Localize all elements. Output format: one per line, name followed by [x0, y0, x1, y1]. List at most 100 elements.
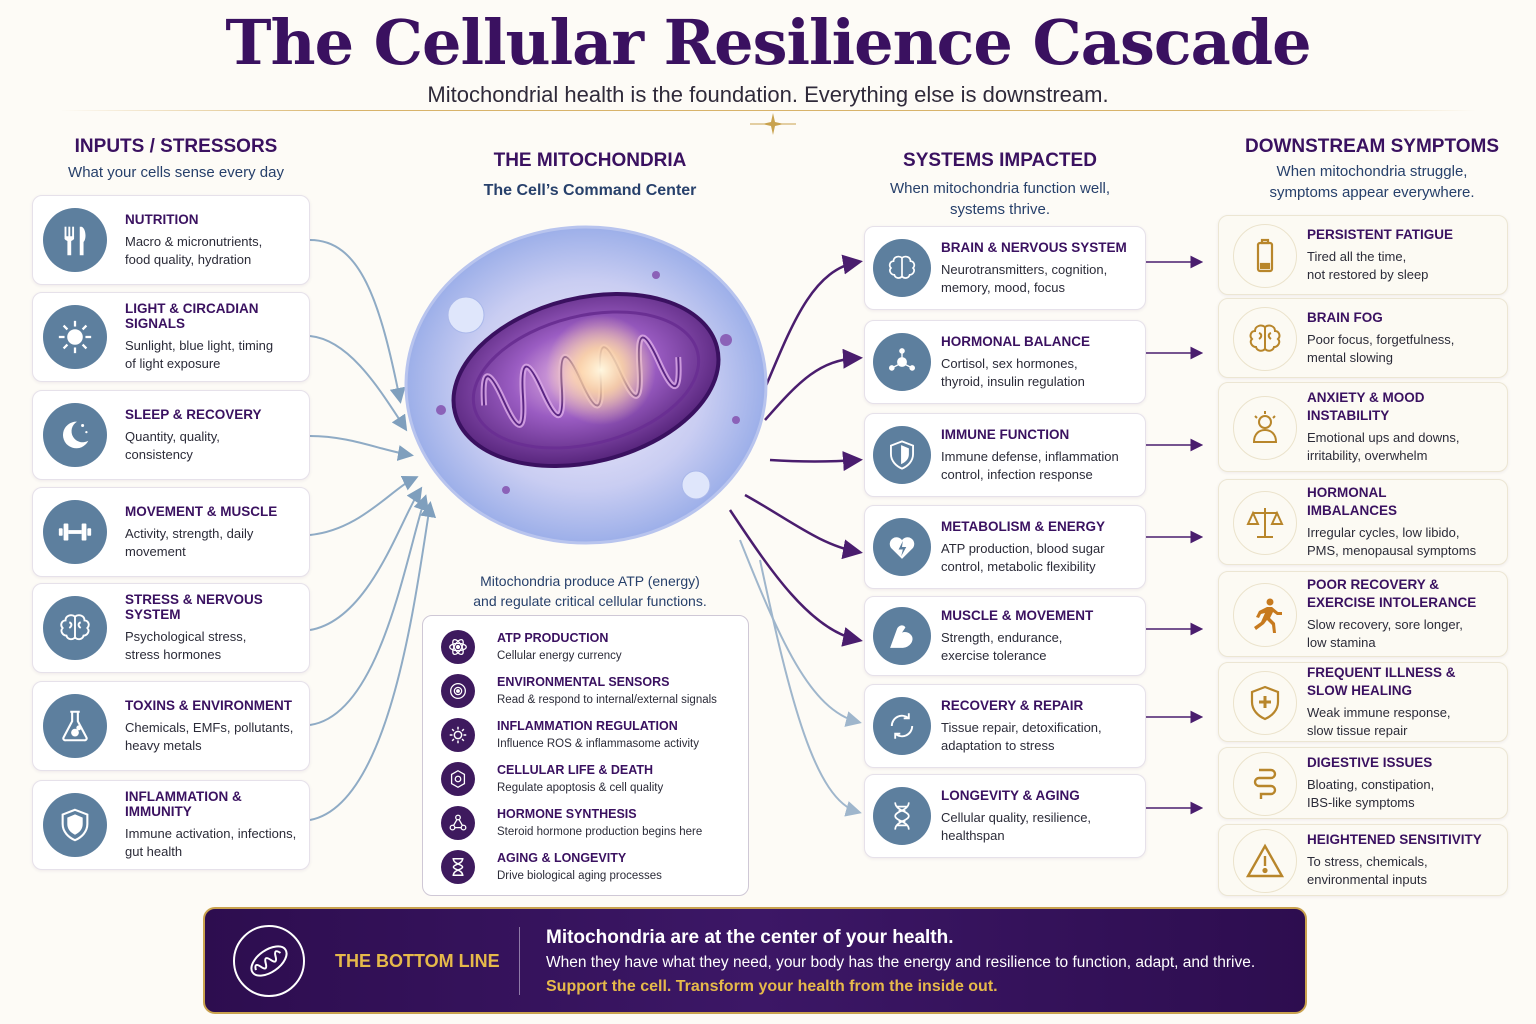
systems-subheading: When mitochondria function well,systems … [889, 180, 1111, 218]
card-desc: Cellular quality, resilience,healthspan [941, 809, 1092, 843]
cell-icon [441, 762, 475, 796]
dna-icon [873, 787, 931, 845]
card-title: TOXINS & ENVIRONMENT [125, 697, 293, 713]
mito-subheading: The Cell’s Command Center [483, 182, 697, 199]
moon-icon [43, 403, 107, 467]
input-card-sleep: SLEEP & RECOVERY Quantity, quality,consis… [32, 390, 310, 480]
input-card-inflammation: INFLAMMATION & IMMUNITY Immune activation… [32, 780, 310, 870]
function-title: AGING & LONGEVITY [497, 851, 627, 865]
system-arrow [764, 348, 863, 421]
systems-heading: SYSTEMS IMPACTED [903, 150, 1097, 171]
card-title: NUTRITION [125, 211, 199, 227]
mito-function-item: AGING & LONGEVITY Drive biological aging… [437, 846, 742, 890]
heart-icon [873, 518, 931, 576]
function-desc: Drive biological aging processes [497, 870, 662, 882]
bottom-slogan: Support the cell. Transform your health … [546, 978, 998, 995]
card-desc: Irregular cycles, low libido,PMS, menopa… [1307, 525, 1477, 558]
bottom-divider [519, 927, 520, 995]
card-desc: Quantity, quality,consistency [125, 428, 220, 462]
mito-note: Mitochondria produce ATP (energy)and reg… [473, 573, 707, 609]
card-desc: Strength, endurance,exercise tolerance [941, 629, 1063, 663]
function-desc: Influence ROS & inflammasome activity [497, 738, 699, 750]
muscle-icon [873, 607, 931, 665]
mito-functions-panel: ATP PRODUCTION Cellular energy currency … [422, 615, 749, 896]
bottom-text: When they have what they need, your body… [546, 954, 1256, 971]
star-ornament-icon [750, 113, 796, 135]
card-title: LIGHT & CIRCADIAN SIGNALS [125, 301, 259, 331]
card-title: IMMUNE FUNCTION [941, 426, 1070, 442]
card-title: LONGEVITY & AGING [941, 787, 1080, 803]
card-title: PERSISTENT FATIGUE [1307, 227, 1454, 242]
brain-icon [873, 239, 931, 297]
atom-icon [441, 630, 475, 664]
shield-plus-icon [1233, 671, 1297, 735]
shield-icon [873, 426, 931, 484]
shield-icon [43, 793, 107, 857]
function-title: CELLULAR LIFE & DEATH [497, 763, 654, 777]
card-title: METABOLISM & ENERGY [941, 518, 1106, 534]
card-desc: To stress, chemicals,environmental input… [1307, 854, 1428, 887]
symptom-card-recovery: POOR RECOVERY &EXERCISE INTOLERANCE Slow … [1218, 571, 1508, 657]
input-arrow [309, 239, 406, 404]
dumbbell-icon [43, 500, 107, 564]
card-desc: Slow recovery, sore longer,low stamina [1307, 617, 1463, 650]
person-icon [1233, 396, 1297, 460]
card-desc: Weak immune response,slow tissue repair [1307, 705, 1451, 738]
card-title: BRAIN FOG [1307, 310, 1383, 325]
fork-knife-icon [43, 208, 107, 272]
function-desc: Steroid hormone production begins here [497, 826, 703, 838]
intestine-icon [1233, 752, 1297, 816]
system-card-brain: BRAIN & NERVOUS SYSTEM Neurotransmitters,… [864, 226, 1146, 310]
card-desc: Poor focus, forgetfulness,mental slowing [1307, 332, 1455, 365]
brain-icon [1233, 307, 1297, 371]
symptom-card-brain-fog: BRAIN FOG Poor focus, forgetfulness,menta… [1218, 298, 1508, 378]
bottom-line-banner: THE BOTTOM LINE Mitochondria are at the … [203, 907, 1307, 1014]
function-desc: Regulate apoptosis & cell quality [497, 782, 664, 794]
gear-icon [441, 718, 475, 752]
symptoms-heading: DOWNSTREAM SYMPTOMS [1244, 136, 1500, 157]
function-desc: Read & respond to internal/external sign… [497, 694, 717, 706]
card-title: STRESS & NERVOUS SYSTEM [125, 592, 263, 622]
card-desc: Tired all the time,not restored by sleep [1307, 249, 1429, 282]
flask-icon [43, 694, 107, 758]
inputs-subheading: What your cells sense every day [68, 164, 284, 181]
card-desc: Macro & micronutrients,food quality, hyd… [125, 233, 263, 267]
mitochondrion-cell-illustration [404, 225, 768, 545]
card-title: INFLAMMATION & IMMUNITY [125, 789, 242, 819]
card-title: BRAIN & NERVOUS SYSTEM [941, 239, 1127, 255]
card-desc: Psychological stress,stress hormones [125, 629, 247, 662]
sensor-icon [441, 674, 475, 708]
card-desc: Cortisol, sex hormones,thyroid, insulin … [941, 355, 1085, 389]
card-title: RECOVERY & REPAIR [941, 697, 1084, 713]
mito-heading: THE MITOCHONDRIA [493, 150, 687, 171]
card-title: SLEEP & RECOVERY [125, 406, 262, 422]
system-arrow [769, 451, 863, 472]
cycle-icon [873, 697, 931, 755]
card-desc: Immune activation, infections,gut health [125, 826, 297, 859]
bottom-headline: Mitochondria are at the center of your h… [546, 927, 954, 948]
function-title: ENVIRONMENTAL SENSORS [497, 675, 670, 689]
system-card-longevity: LONGEVITY & AGING Cellular quality, resil… [864, 774, 1146, 858]
card-title: MOVEMENT & MUSCLE [125, 503, 278, 519]
symptom-card-fatigue: PERSISTENT FATIGUE Tired all the time,not… [1218, 215, 1508, 295]
system-card-immune: IMMUNE FUNCTION Immune defense, inflammat… [864, 413, 1146, 497]
mito-function-item: CELLULAR LIFE & DEATH Regulate apoptosis… [437, 758, 742, 802]
page-title: The Cellular Resilience Cascade [225, 6, 1311, 79]
input-arrow [309, 501, 437, 821]
card-desc: Neurotransmitters, cognition,memory, moo… [941, 261, 1108, 295]
warning-icon [1233, 829, 1297, 893]
function-title: HORMONE SYNTHESIS [497, 807, 637, 821]
card-title: HEIGHTENED SENSITIVITY [1307, 832, 1482, 847]
input-card-nutrition: NUTRITION Macro & micronutrients,food qua… [32, 195, 310, 285]
function-desc: Cellular energy currency [497, 650, 622, 662]
card-title: POOR RECOVERY &EXERCISE INTOLERANCE [1307, 577, 1477, 610]
